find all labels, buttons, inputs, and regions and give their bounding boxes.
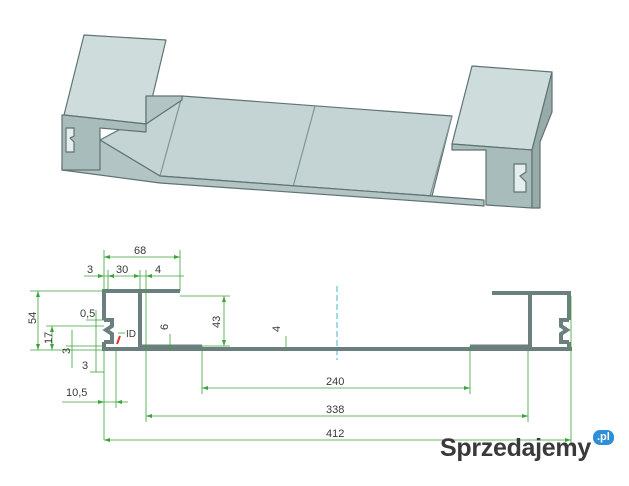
dim-bottom-gap: 3 (82, 360, 88, 372)
dim-inner-span: 338 (326, 404, 344, 416)
dim-flange: 4 (155, 264, 161, 276)
left-tower-slot (65, 127, 75, 153)
watermark-brand: Sprzedajemy (440, 434, 591, 462)
watermark-tld-badge: .pl (592, 430, 614, 445)
dimension-arrows (36, 255, 571, 442)
dimension-lines (30, 250, 572, 446)
dim-left-gap: 30 (116, 264, 128, 276)
dim-floor-thickness: 4 (271, 326, 283, 332)
dim-base-thickness: 3 (61, 348, 73, 354)
id-marker-label: ID (126, 329, 136, 340)
right-tower-slot (513, 163, 527, 193)
dim-width-total-top: 68 (134, 245, 146, 257)
id-marker-arrow (116, 335, 121, 345)
dim-height-total: 54 (27, 312, 39, 324)
dim-overall-span: 412 (326, 428, 344, 440)
cross-section-view: ID (102, 286, 572, 360)
watermark-logo: Sprzedajemy .pl (440, 430, 614, 464)
isometric-profile-view (61, 34, 553, 209)
dim-web-height: 6 (159, 324, 171, 330)
dimension-labels: 68 3 30 4 54 0,5 17 3 3 10,5 43 6 4 240 … (27, 245, 344, 440)
dim-floor-span: 240 (326, 376, 344, 388)
dim-left-wall: 3 (87, 264, 93, 276)
dim-offset: 10,5 (66, 387, 87, 399)
dim-lower-height: 17 (43, 332, 55, 344)
dim-lip: 0,5 (80, 308, 95, 320)
dim-inner-height: 43 (211, 316, 223, 328)
left-tower-front (61, 114, 147, 171)
